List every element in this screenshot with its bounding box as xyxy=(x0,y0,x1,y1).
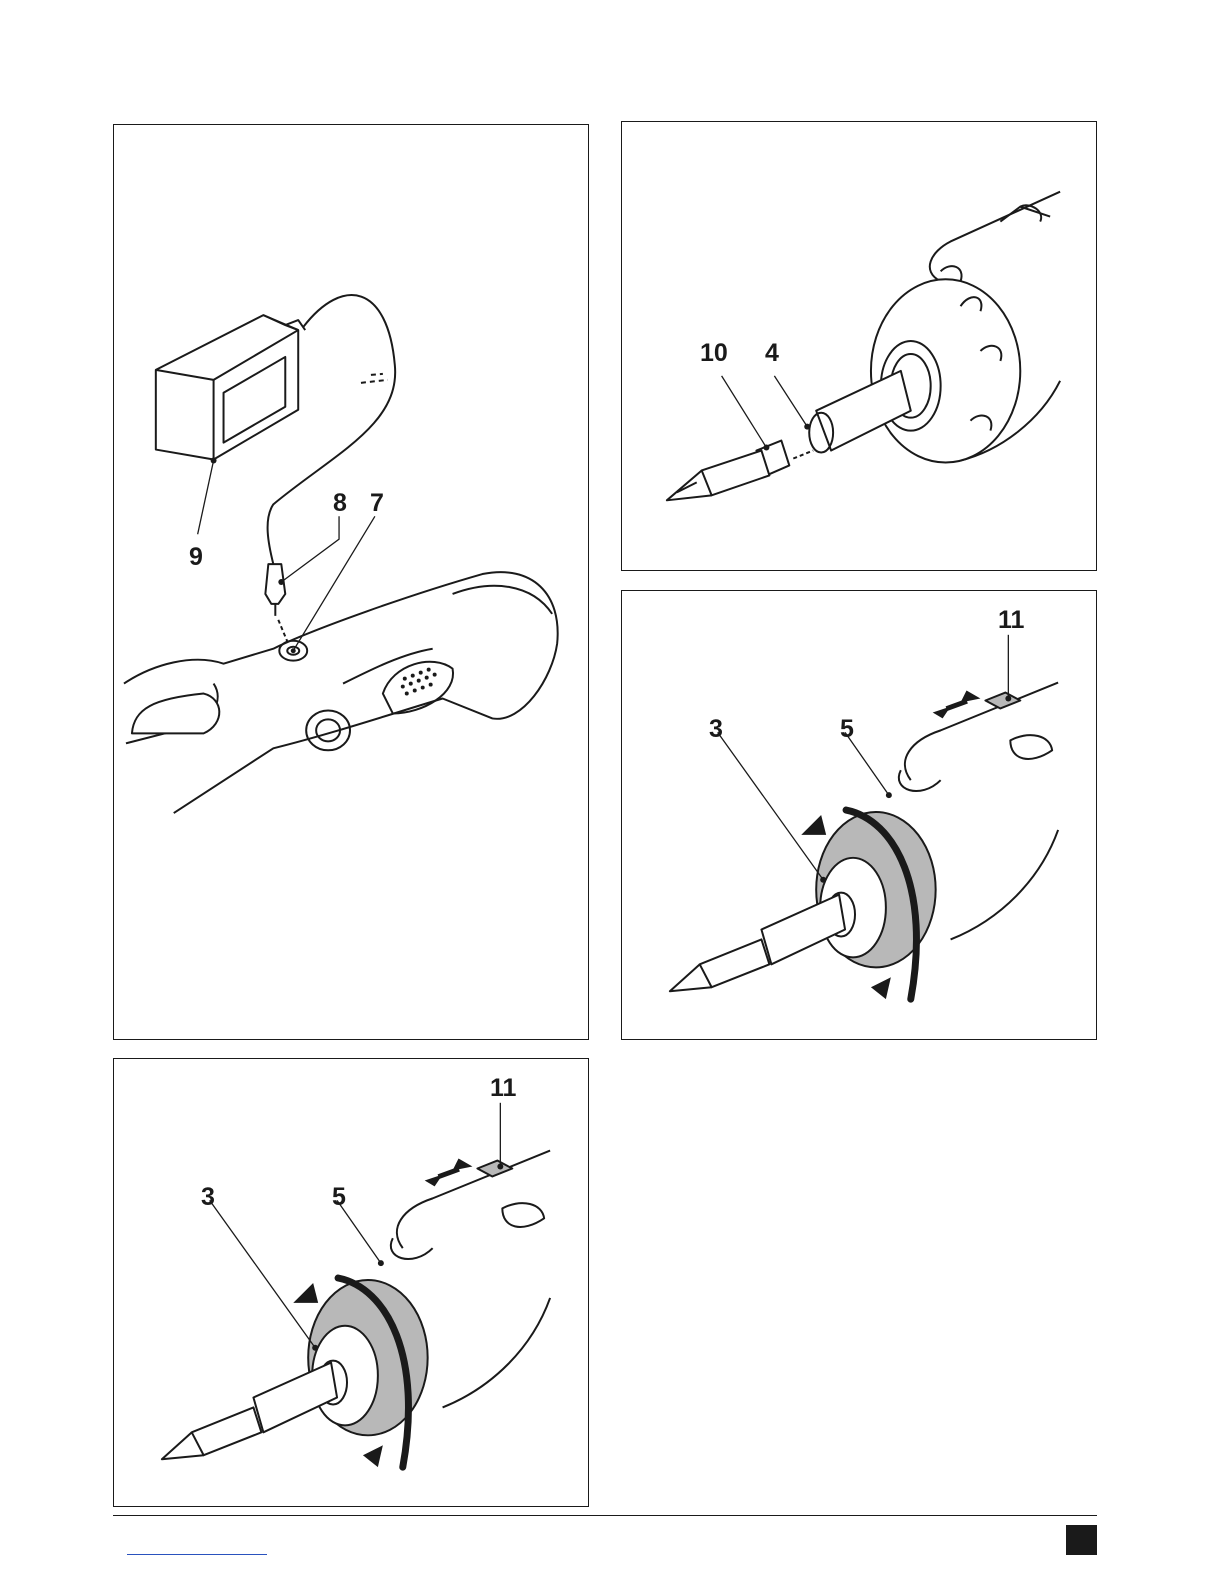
label-switch: 11 xyxy=(490,1076,516,1101)
figure-torque-collar-a: 3 5 11 xyxy=(621,590,1097,1040)
label-socket: 7 xyxy=(370,491,384,516)
label-bit-holder: 4 xyxy=(765,341,779,366)
label-bit: 10 xyxy=(700,341,728,366)
footer-link-underline[interactable] xyxy=(127,1554,267,1555)
figure-torque-collar-b: 3 5 11 xyxy=(113,1058,589,1507)
label-led: 5 xyxy=(840,717,854,742)
footer-rule xyxy=(113,1515,1097,1516)
bit-insertion-illustration xyxy=(622,122,1096,570)
charging-illustration xyxy=(114,125,588,1039)
label-led: 5 xyxy=(332,1185,346,1210)
figure-bit-insertion: 10 4 xyxy=(621,121,1097,571)
label-collar: 3 xyxy=(201,1185,215,1210)
torque-collar-illustration-a xyxy=(622,591,1096,1039)
label-plug: 8 xyxy=(333,491,347,516)
figure-charging: 9 8 7 xyxy=(113,124,589,1040)
torque-collar-illustration-b xyxy=(114,1059,588,1506)
label-collar: 3 xyxy=(709,717,723,742)
label-adapter: 9 xyxy=(189,545,203,570)
label-switch: 11 xyxy=(998,608,1024,633)
page-marker xyxy=(1066,1525,1097,1555)
